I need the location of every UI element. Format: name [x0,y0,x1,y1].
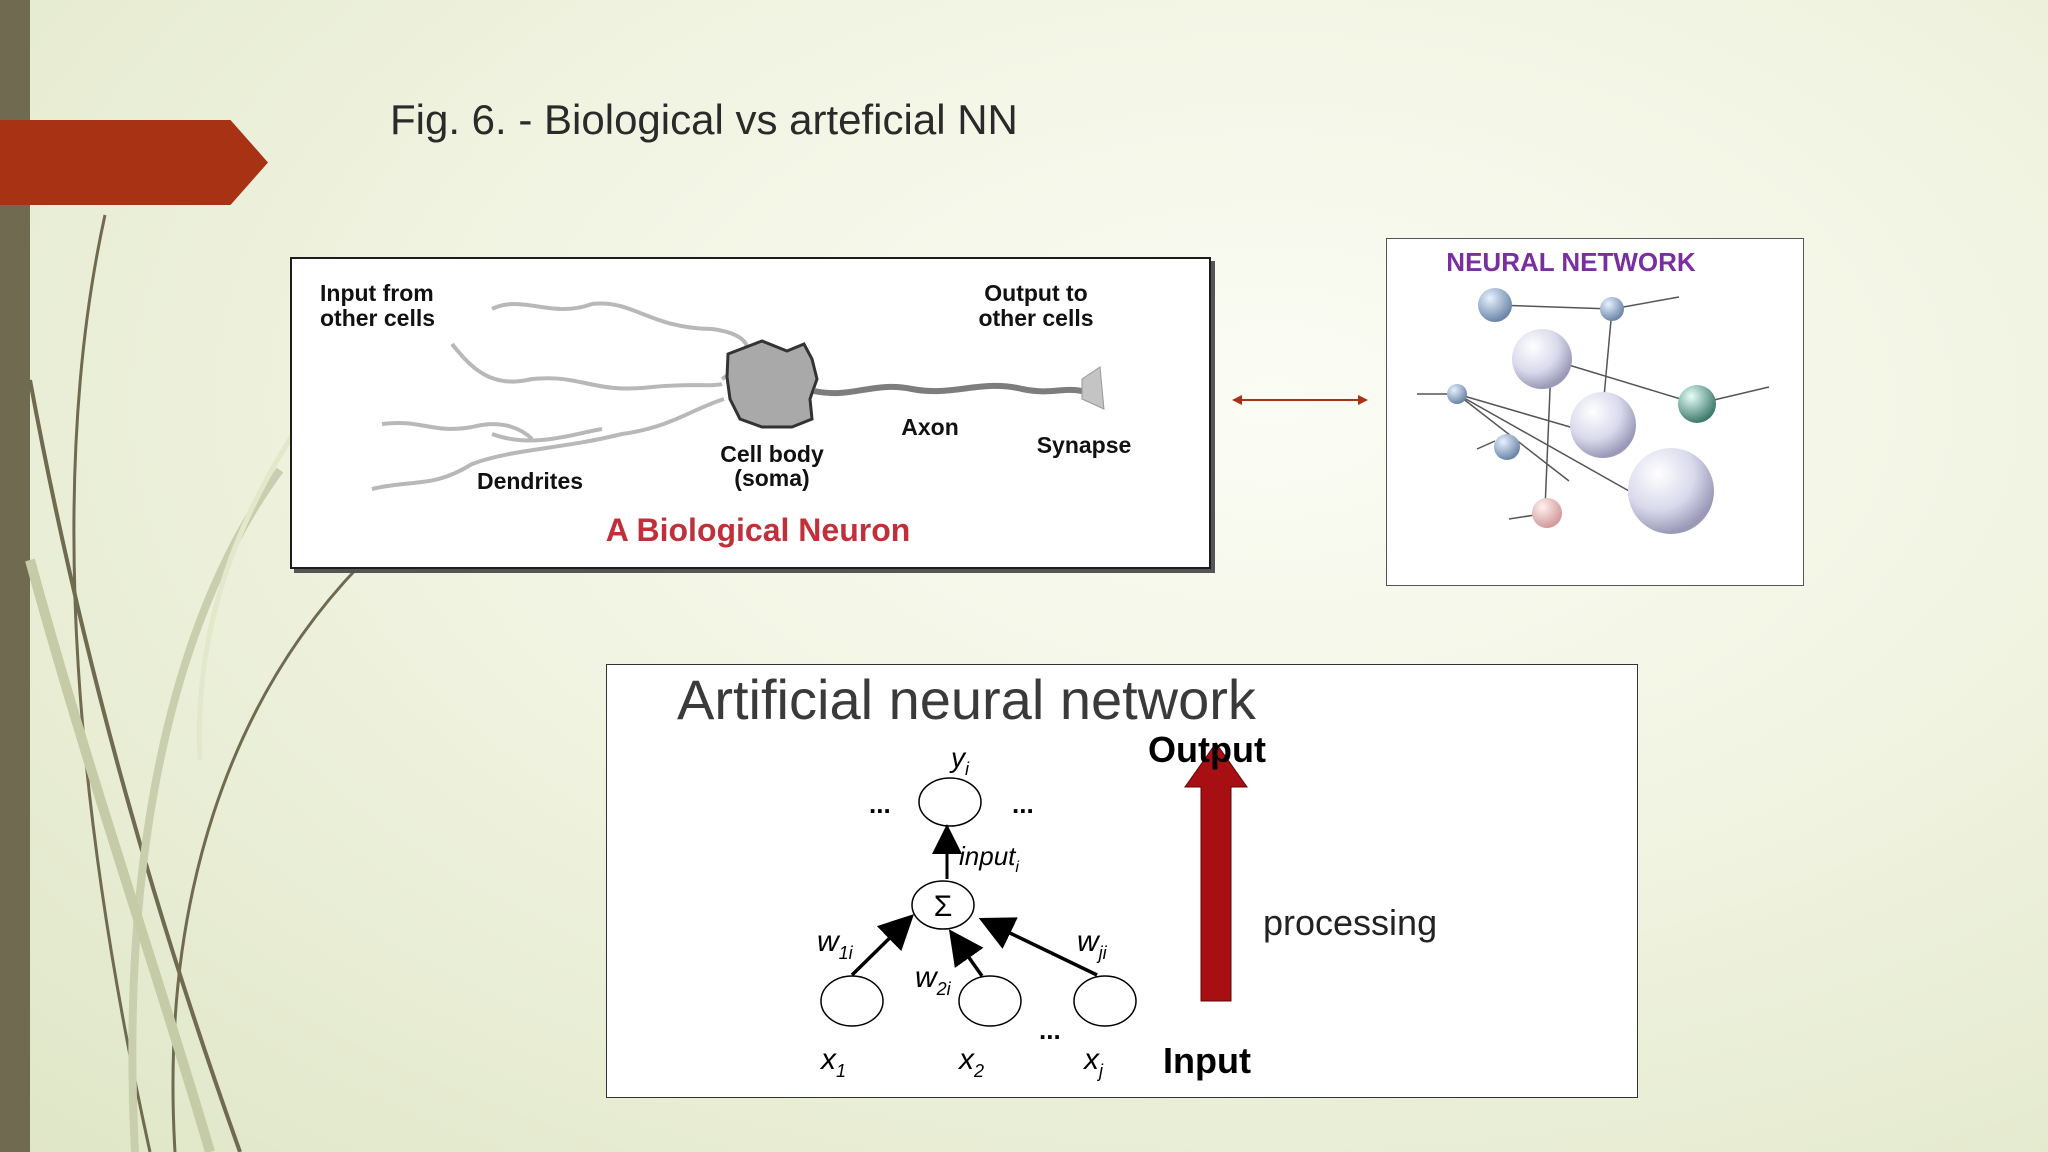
neural-network-figure: NEURAL NETWORK [1386,238,1804,586]
network-node [1600,297,1624,321]
dendrite-2 [450,342,723,391]
sum-node [911,880,975,930]
edge-x2-to-sum [948,929,984,978]
axon-label: Axon [901,414,959,440]
edge-xj-to-sum [978,917,1098,977]
input-label: Input [1163,1040,1251,1081]
artificial-network-diagram: Artificial neural network yi ... ... Σ i… [677,668,1437,1081]
biological-neuron-diagram: Input from other cells Output to other c… [320,280,1132,548]
neural-network-title: NEURAL NETWORK [1446,247,1696,277]
network-node [1512,329,1572,389]
cell-body-label-line2: (soma) [734,465,809,491]
left-ellipsis: ... [869,789,891,819]
slide-title: Fig. 6. - Biological vs arteficial NN [390,96,1018,143]
artificial-network-figure: Artificial neural network yi ... ... Σ i… [606,664,1638,1098]
decorative-swooshes [25,214,400,1152]
network-node [1628,448,1714,534]
processing-arrow [1184,742,1248,1002]
network-node [1678,385,1716,423]
dendrite-1 [491,301,750,381]
biological-neuron-caption: A Biological Neuron [606,512,911,548]
weight-1i: w1i [817,925,854,963]
cell-body-label-line1: Cell body [720,441,824,467]
input-node-x2 [958,975,1022,1027]
input-node-x1 [820,975,884,1027]
sum-symbol: Σ [934,890,953,923]
weight-2i: w2i [915,961,952,999]
input-edge-label: inputi [959,841,1019,876]
input-label-x2: x2 [957,1043,984,1081]
synapse-terminal [1081,366,1105,410]
weight-ji: wji [1077,925,1108,963]
output-label: Output [1148,729,1266,770]
dendrites-label: Dendrites [477,468,583,494]
comparison-double-arrow [1232,395,1368,405]
output-node [918,777,982,827]
artificial-network-title: Artificial neural network [677,668,1257,731]
dendrite-3 [381,421,534,441]
network-node [1494,434,1520,460]
output-label-line1: Output to [984,280,1087,306]
cell-body [725,339,819,429]
input-label-line1: Input from [320,280,434,306]
input-label-xj: xj [1082,1043,1104,1081]
biological-neuron-figure: Input from other cells Output to other c… [290,257,1211,569]
inputs-ellipsis: ... [1039,1015,1061,1045]
title-accent-arrow [0,120,268,205]
right-ellipsis: ... [1012,789,1034,819]
edge-x1-to-sum [850,914,914,977]
input-node-xj [1073,975,1137,1027]
output-label-line2: other cells [978,305,1093,331]
neural-network-diagram: NEURAL NETWORK [1417,247,1770,534]
network-node [1447,384,1467,404]
axon [813,382,1083,397]
input-label-line2: other cells [320,305,435,331]
network-node [1478,288,1512,322]
input-label-x1: x1 [819,1043,846,1081]
output-node-label: yi [949,742,970,779]
network-node [1532,498,1562,528]
network-node [1570,392,1636,458]
dendrite-4 [371,397,725,491]
dendrite-5 [491,427,603,443]
processing-label: processing [1263,902,1437,943]
synapse-label: Synapse [1037,432,1132,458]
